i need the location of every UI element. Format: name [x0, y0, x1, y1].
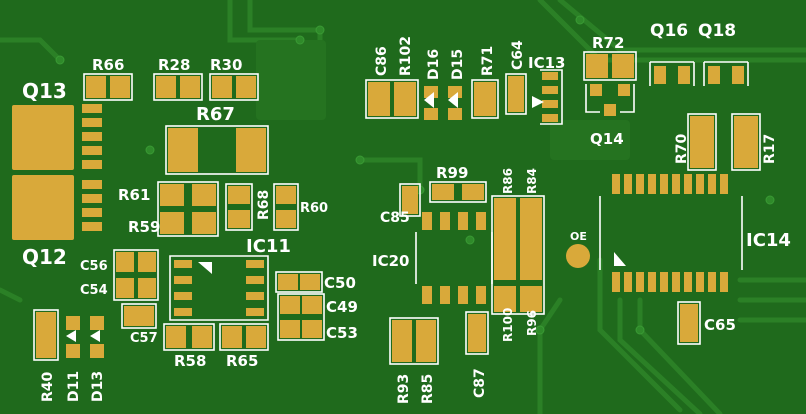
- label-d11: D11: [66, 371, 82, 402]
- label-r67: R67: [196, 104, 235, 125]
- label-c54: C54: [80, 283, 108, 298]
- silkscreen-labels: Q13 Q12 R66 R28 R30 R67 R61 R59 R68 R60 …: [22, 21, 791, 404]
- label-c53: C53: [326, 324, 358, 342]
- label-c57: C57: [130, 331, 158, 346]
- label-r66: R66: [92, 56, 124, 74]
- copper-pour: [256, 40, 630, 160]
- q12-pad: [12, 175, 74, 240]
- label-r59: R59: [128, 218, 160, 236]
- label-r102: R102: [398, 36, 414, 76]
- label-q14: Q14: [590, 130, 624, 148]
- label-r58: R58: [174, 352, 206, 370]
- label-r85: R85: [420, 374, 436, 404]
- label-r28: R28: [158, 56, 190, 74]
- label-q13: Q13: [22, 79, 67, 103]
- label-ic14: IC14: [746, 230, 791, 251]
- pads: [12, 54, 758, 362]
- label-c64: C64: [510, 40, 526, 70]
- label-r96: R96: [525, 310, 539, 336]
- label-r86: R86: [501, 168, 515, 194]
- label-r93: R93: [396, 374, 412, 404]
- label-q16: Q16: [650, 21, 688, 41]
- label-c87: C87: [472, 368, 488, 398]
- label-r60: R60: [300, 201, 328, 216]
- label-r65: R65: [226, 352, 258, 370]
- label-r40: R40: [40, 371, 56, 402]
- label-ic20: IC20: [372, 252, 409, 270]
- label-r68: R68: [256, 190, 272, 220]
- label-q18: Q18: [698, 21, 736, 41]
- label-r30: R30: [210, 56, 242, 74]
- label-d15: D15: [450, 49, 466, 80]
- ic14-pads: [612, 174, 728, 292]
- label-c50: C50: [324, 274, 356, 292]
- label-c49: C49: [326, 298, 358, 316]
- label-r61: R61: [118, 186, 150, 204]
- label-r17: R17: [762, 134, 778, 164]
- label-oe: OE: [570, 230, 587, 243]
- label-r70: R70: [674, 133, 690, 164]
- silkscreen-outlines: [33, 51, 761, 365]
- label-c86: C86: [374, 46, 390, 76]
- label-c65: C65: [704, 316, 736, 334]
- label-r84: R84: [525, 168, 539, 194]
- label-ic11: IC11: [246, 236, 291, 257]
- label-q12: Q12: [22, 245, 67, 269]
- pin1-markers: [66, 92, 626, 342]
- label-d13: D13: [90, 371, 106, 402]
- label-c85: C85: [380, 210, 410, 226]
- label-r100: R100: [501, 308, 515, 342]
- q13-pad: [12, 105, 74, 170]
- label-c56: C56: [80, 259, 108, 274]
- label-r72: R72: [592, 34, 624, 52]
- label-d16: D16: [426, 49, 442, 80]
- oe-round-pad: [566, 244, 590, 268]
- label-r71: R71: [480, 46, 496, 76]
- label-r99: R99: [436, 164, 468, 182]
- label-ic13: IC13: [528, 54, 565, 72]
